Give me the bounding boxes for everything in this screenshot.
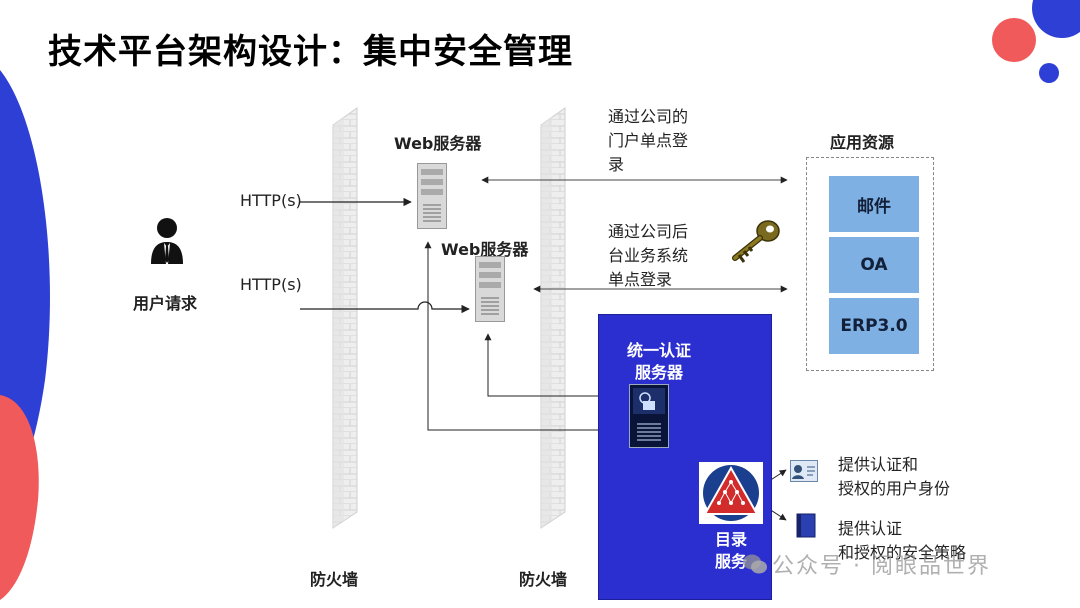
auth-to-web1-arrow <box>424 241 612 431</box>
firewall-right <box>540 107 566 529</box>
top-right-small-blue-circle-decoration <box>1039 63 1059 83</box>
firewall-label-2: 防火墙 <box>519 570 568 589</box>
backend-sso-line-1: 通过公司后 <box>608 222 689 241</box>
resource-oa: OA <box>829 237 919 293</box>
auth-to-web2-arrow <box>484 333 612 397</box>
policy-line-2: 和授权的安全策略 <box>838 543 967 562</box>
wechat-icon <box>743 554 767 574</box>
web-server-label-2: Web服务器 <box>441 240 529 259</box>
id-card-icon <box>790 460 818 482</box>
backend-sso-line-3: 单点登录 <box>608 270 673 289</box>
auth-server-icon <box>629 384 669 448</box>
user-icon <box>151 218 183 264</box>
auth-server-line-1: 统一认证 <box>626 341 691 360</box>
resources-container <box>806 157 934 371</box>
directory-line-2: 服务 <box>714 552 747 571</box>
watermark-text: 公众号 · 阅眼品世界 <box>772 554 991 579</box>
top-right-red-circle-decoration <box>992 18 1036 62</box>
policy-note: 提供认证 和授权的安全策略 <box>838 517 966 565</box>
key-icon <box>732 220 780 263</box>
web-server-icon-2 <box>475 256 505 322</box>
auth-server-label: 统一认证 服务器 <box>600 340 718 384</box>
web-server-icon-1 <box>417 163 447 229</box>
portal-sso-line-2: 门户单点登 <box>608 131 689 150</box>
directory-service-label: 目录 服务 <box>699 529 763 573</box>
portal-sso-line-3: 录 <box>608 155 625 174</box>
top-right-blue-circle-decoration <box>1032 0 1080 38</box>
auth-server-line-2: 服务器 <box>634 363 683 382</box>
firewall-left <box>332 107 358 529</box>
resource-mail: 邮件 <box>829 176 919 232</box>
firewall-label-1: 防火墙 <box>310 570 359 589</box>
portal-sso-note: 通过公司的 门户单点登 录 <box>608 105 688 177</box>
backend-sso-line-2: 台业务系统 <box>608 246 689 265</box>
directory-service-icon <box>699 462 763 524</box>
http-label-1: HTTP(s) <box>240 191 302 210</box>
http-arrow-2 <box>300 301 470 314</box>
page-title: 技术平台架构设计：集中安全管理 <box>48 32 573 72</box>
resources-title: 应用资源 <box>830 133 895 152</box>
http-label-2: HTTP(s) <box>240 275 302 294</box>
left-red-arc-decoration <box>0 395 39 600</box>
user-request-label: 用户请求 <box>133 294 198 313</box>
policy-line-1: 提供认证 <box>838 519 903 538</box>
backend-sso-note: 通过公司后 台业务系统 单点登录 <box>608 220 688 292</box>
identity-line-1: 提供认证和 <box>838 455 919 474</box>
identity-note: 提供认证和 授权的用户身份 <box>838 453 950 501</box>
directory-line-1: 目录 <box>714 530 747 549</box>
auth-panel <box>598 314 772 600</box>
resource-erp: ERP3.0 <box>829 298 919 354</box>
policy-book-icon <box>796 513 816 538</box>
portal-sso-line-1: 通过公司的 <box>608 107 689 126</box>
web-server-label-1: Web服务器 <box>394 134 482 153</box>
identity-line-2: 授权的用户身份 <box>838 479 951 498</box>
